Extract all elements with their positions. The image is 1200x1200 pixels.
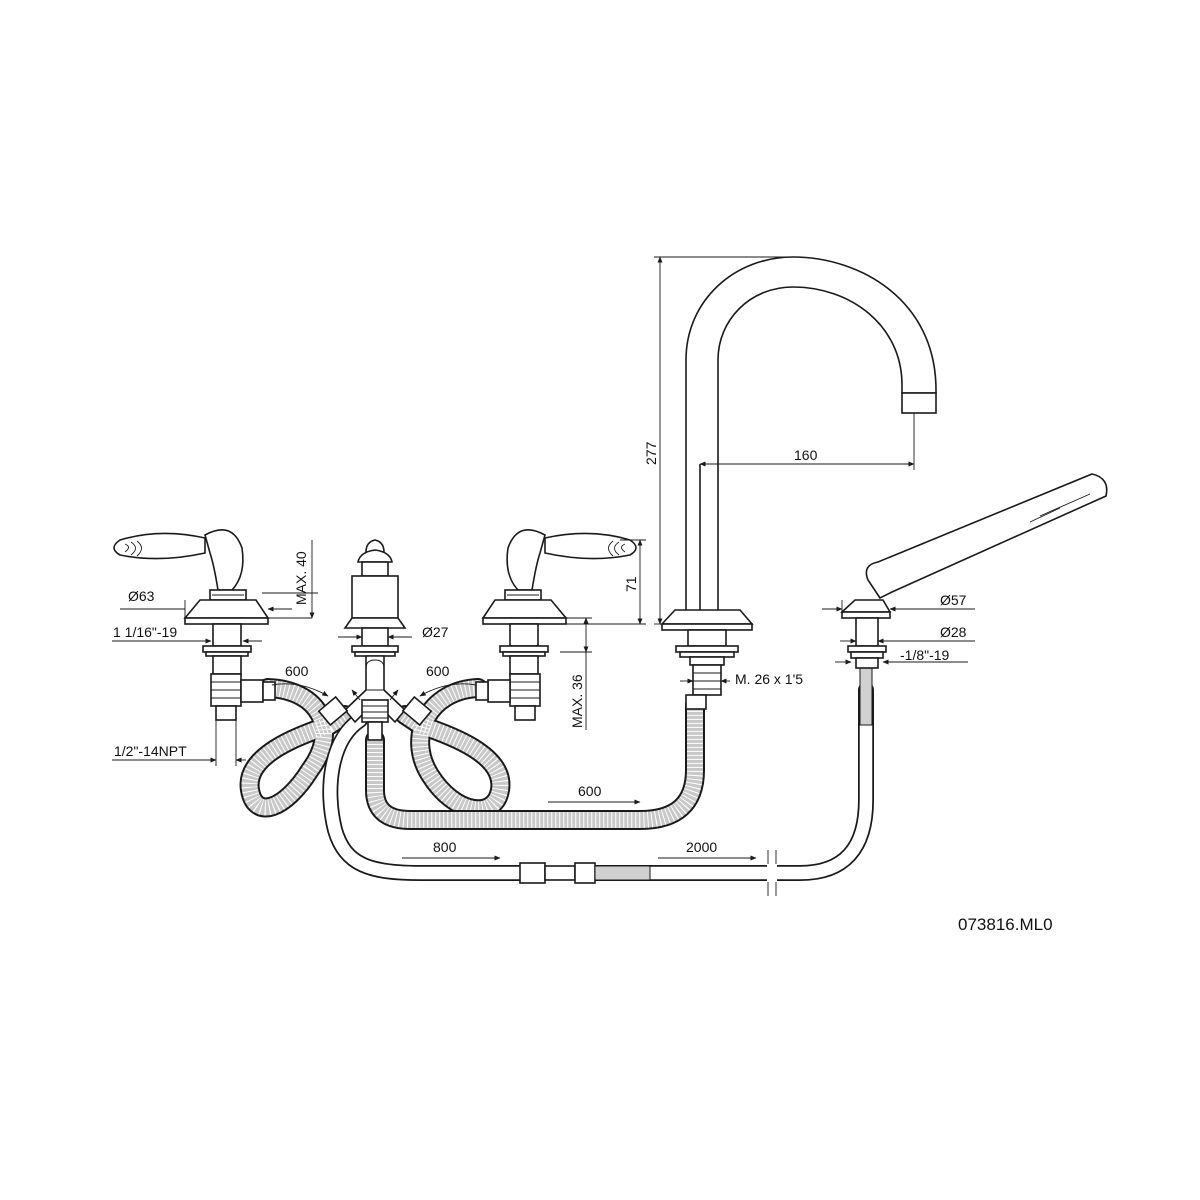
label-thread-left: 1 1/16"-19 — [113, 624, 177, 640]
shower-tube — [322, 664, 874, 896]
label-d63: Ø63 — [128, 588, 155, 604]
label-max36: MAX. 36 — [569, 674, 585, 728]
label-reach160: 160 — [794, 447, 818, 463]
right-handle-valve — [475, 528, 637, 721]
label-hose-left: 600 — [285, 663, 309, 679]
hoses — [239, 678, 705, 830]
label-hose-spout: 600 — [578, 783, 602, 799]
left-handle-valve — [113, 528, 276, 721]
dimension-lines — [112, 256, 975, 861]
label-hose-800: 800 — [433, 839, 457, 855]
label-thread-spout: M. 26 x 1'5 — [735, 671, 803, 687]
label-d27: Ø27 — [422, 624, 449, 640]
label-npt: 1/2"-14NPT — [114, 743, 187, 759]
product-code: 073816.ML0 — [958, 915, 1053, 934]
spout — [660, 256, 937, 710]
center-diverter — [317, 539, 433, 741]
dimension-labels: Ø63 1 1/16"-19 1/2"-14NPT MAX. 40 MAX. 3… — [113, 441, 967, 855]
label-hose-right: 600 — [426, 663, 450, 679]
label-d28: Ø28 — [940, 624, 967, 640]
label-h71: 71 — [623, 576, 639, 592]
label-d57: Ø57 — [940, 592, 967, 608]
label-h277: 277 — [643, 441, 659, 465]
label-thread-shower: -1/8"-19 — [900, 647, 950, 663]
label-hose-2000: 2000 — [686, 839, 717, 855]
label-max40: MAX. 40 — [293, 551, 309, 605]
hand-shower — [839, 473, 1108, 669]
